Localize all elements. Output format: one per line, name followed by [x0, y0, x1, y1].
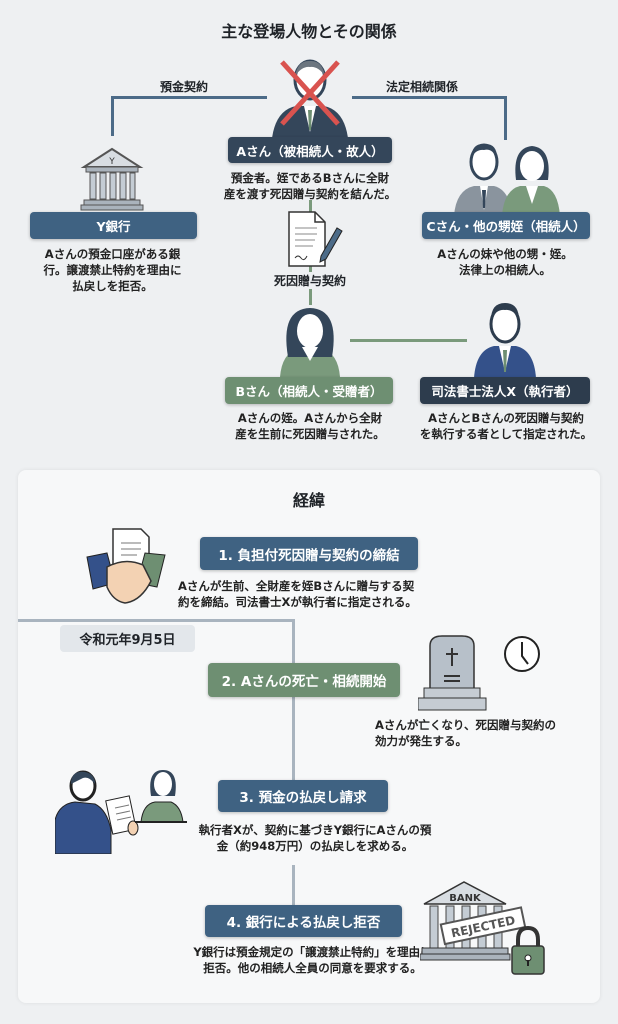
person-b-label: Bさん（相続人・受贈者） [225, 377, 393, 404]
person-b-desc: Aさんの姪。Aさんから全財産を生前に死因贈与された。 [235, 411, 385, 441]
connector-line [111, 96, 267, 99]
contract-document-icon [288, 211, 343, 267]
timeline-line [292, 619, 295, 789]
bank-rejected-icon: BANK REJECTED [420, 881, 545, 975]
relation-deposit: 預金契約 [160, 80, 209, 94]
executor-desc: AさんとBさんの死因贈与契約を執行する者として指定された。 [419, 411, 593, 441]
request-people-icon [55, 770, 187, 854]
step-3-label: 3. 預金の払戻し請求 [218, 780, 388, 812]
step-4-desc: Y銀行は預金規定の「譲渡禁止特約」を理由に拒否。他の相続人全員の同意を要求する。 [193, 945, 432, 975]
bank-label: Y銀行 [30, 212, 197, 239]
person-a-label: Aさん（被相続人・故人） [228, 137, 392, 163]
grave-clock-icon [418, 635, 540, 711]
step-2-desc: Aさんが亡くなり、死因贈与契約の効力が発生する。 [375, 718, 556, 748]
connector-line [352, 96, 507, 99]
step-3-desc: 執行者Xが、契約に基づきY銀行にAさんの預金（約948万円）の払戻しを求める。 [198, 823, 432, 853]
connector-line [111, 96, 114, 136]
relation-inheritance: 法定相続関係 [386, 80, 459, 94]
connector-line [504, 96, 507, 140]
step-1-label: 1. 負担付死因贈与契約の締結 [200, 537, 418, 570]
bank-icon: Y [80, 147, 144, 211]
relatives-label: Cさん・他の甥姪（相続人） [422, 212, 590, 239]
connector-line [350, 339, 467, 342]
relatives-icon [454, 143, 560, 216]
timeline-line [292, 865, 295, 907]
date-label: 令和元年9月5日 [60, 625, 195, 652]
timeline-line [18, 619, 294, 622]
relatives-desc: Aさんの妹や他の甥・姪。法律上の相続人。 [437, 247, 573, 277]
person-b-icon [280, 308, 340, 377]
gift-contract-label: 死因贈与契約 [262, 272, 358, 289]
timeline-title: 経緯 [292, 491, 325, 510]
page-title: 主な登場人物とその関係 [221, 22, 397, 41]
step-1-desc: Aさんが生前、全財産を姪Bさんに贈与する契約を締結。司法書士Xが執行者に指定され… [178, 579, 417, 609]
bank-desc: Aさんの預金口座がある銀行。譲渡禁止特約を理由に払戻しを拒否。 [43, 247, 182, 293]
executor-label: 司法書士法人X（執行者） [420, 377, 590, 404]
handshake-icon [86, 528, 166, 604]
step-2-label: 2. Aさんの死亡・相続開始 [208, 663, 400, 697]
svg-text:Y: Y [108, 157, 115, 167]
person-a-desc: 預金者。姪であるBさんに全財産を渡す死因贈与契約を結んだ。 [223, 171, 397, 201]
svg-text:BANK: BANK [449, 893, 482, 904]
executor-icon [474, 303, 536, 378]
deceased-person-icon [272, 59, 348, 138]
step-4-label: 4. 銀行による払戻し拒否 [205, 905, 402, 937]
